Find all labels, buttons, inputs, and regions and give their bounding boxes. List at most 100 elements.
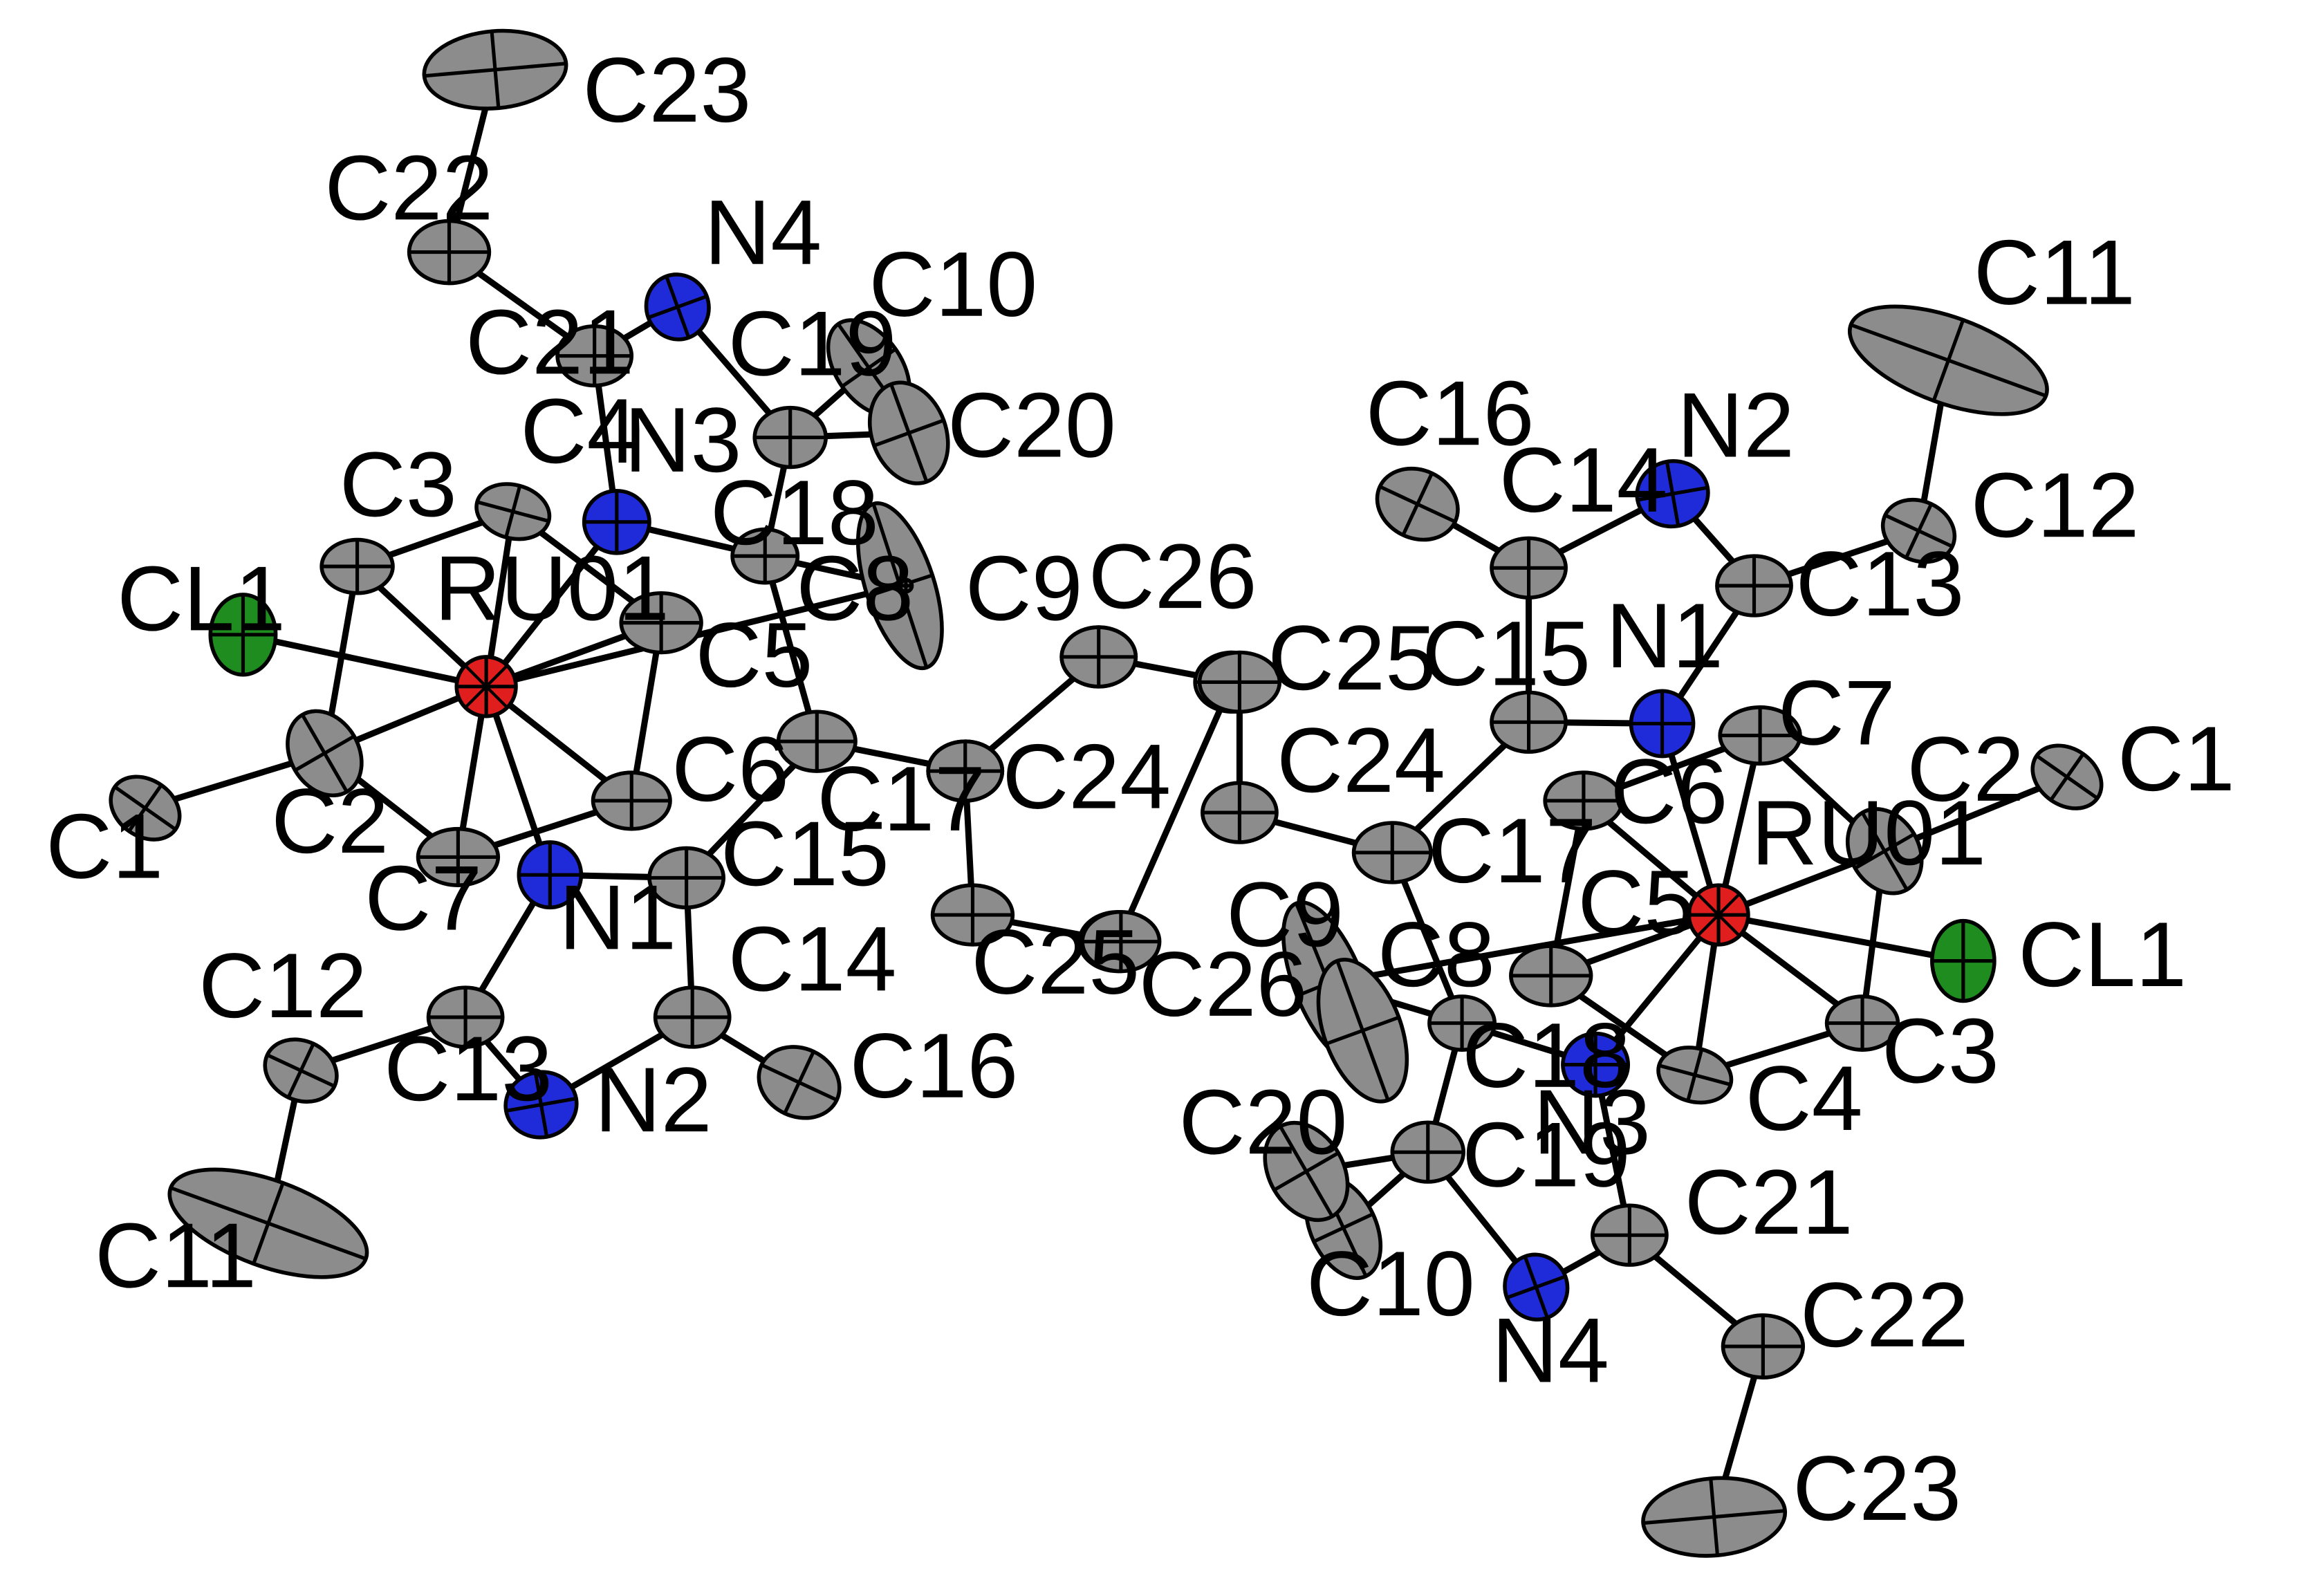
- molecule_left-atom-c4: [474, 482, 552, 541]
- molecule_left-label-c13: C13: [384, 1018, 553, 1120]
- molecule_right-atom-c27: [926, 739, 1005, 803]
- molecule_right-label-n1: N1: [1606, 585, 1723, 687]
- molecule_right-atom-c17: [1351, 821, 1433, 884]
- molecule_right-label-c8: C8: [1378, 904, 1495, 1006]
- molecule_left-bond-ru01-n3: [483, 519, 620, 690]
- molecule_left-label-c21: C21: [465, 291, 634, 393]
- molecule_left-label-c16: C16: [849, 1015, 1018, 1117]
- molecule_left-atom-c13: [426, 985, 505, 1049]
- molecule_left-atom-c9: [898, 577, 914, 594]
- molecule_left-atom-n3: [582, 488, 651, 555]
- molecule_right-atom-cl1: [1930, 918, 1997, 1003]
- molecule_right-atom-n1: [1629, 689, 1696, 759]
- molecule_right-label-c16: C16: [1366, 362, 1535, 465]
- molecule_right-label-c2: C2: [1907, 718, 2024, 821]
- molecule_left-atom-n2: [503, 1070, 579, 1140]
- molecule_right-label-c5: C5: [1577, 852, 1695, 954]
- molecule_left-label-c17: C17: [817, 748, 985, 851]
- molecule_left-label-c6: C6: [671, 718, 789, 821]
- molecule_right-label-c14: C14: [1499, 429, 1668, 532]
- molecule_left-atom-c18: [730, 527, 800, 585]
- molecule_left-label-c14: C14: [728, 908, 897, 1010]
- molecule_left-atom-c12: [263, 1037, 339, 1104]
- molecule_right-atom-c7: [1718, 705, 1802, 766]
- molecule_right-atom-c2: [1845, 807, 1924, 896]
- molecule_left-label-n1: N1: [559, 866, 676, 969]
- molecule_left-atom-c5: [619, 591, 703, 655]
- molecule_right-atom-c12: [1880, 497, 1957, 564]
- molecule_left-atom-c17: [776, 709, 858, 773]
- molecule_right-atom-c20: [1263, 1120, 1350, 1223]
- molecule_left-label-c24: C24: [1002, 726, 1171, 828]
- molecule_right-label-c15: C15: [1422, 603, 1591, 705]
- molecule_left-label-c4: C4: [520, 380, 638, 483]
- molecule_left-label-c7: C7: [364, 847, 482, 949]
- molecule_left-label-c23: C23: [583, 39, 752, 142]
- molecule_left-label-c11: C11: [95, 1205, 257, 1307]
- molecule_right-atom-c5: [1509, 944, 1593, 1008]
- molecule_right-atom-c4: [1656, 1046, 1734, 1105]
- molecule_right-atom-c21: [1590, 1203, 1669, 1267]
- molecule_right-label-n3: N3: [1533, 1071, 1651, 1173]
- molecule_right-atom-c28: [1080, 909, 1162, 974]
- molecule_right-atom-c3: [1824, 994, 1900, 1052]
- molecule_left-atom-c3: [319, 537, 395, 595]
- molecule_left-label-ru01: RU01: [434, 537, 669, 640]
- molecule_right-label-c6: C6: [1611, 741, 1728, 843]
- molecule_right-label-c22: C22: [1800, 1264, 1969, 1366]
- molecule_right-atom-c24: [1201, 781, 1279, 844]
- molecule_left-bond-c28-c27: [1115, 678, 1236, 945]
- molecule_right-label-n4: N4: [1492, 1300, 1609, 1402]
- molecule_left-label-c12: C12: [198, 935, 367, 1037]
- molecule_left-atom-c16: [757, 1045, 842, 1120]
- molecule_right-label-c13: C13: [1796, 533, 1965, 635]
- molecule_right-label-c26: C26: [1139, 934, 1308, 1036]
- molecule_left-atom-c22: [407, 219, 492, 286]
- molecule_left-atom-n4: [644, 272, 711, 342]
- molecule_right-label-c4: C4: [1745, 1048, 1863, 1150]
- molecule_right-label-c3: C3: [1882, 1000, 1999, 1102]
- molecule_left-label-c1: C1: [46, 795, 163, 898]
- molecule_right-label-c25: C25: [1268, 607, 1436, 709]
- molecule_right-label-c18: C18: [1462, 1005, 1631, 1107]
- molecule_right-atom-c18: [1427, 994, 1497, 1052]
- molecule_right-label-c9: C9: [1226, 864, 1344, 966]
- molecule_left-label-c5: C5: [695, 604, 813, 707]
- molecule_right-atom-c9: [1316, 957, 1409, 1104]
- molecule_right-label-c19: C19: [1462, 1104, 1631, 1206]
- molecule_left-label-c19: C19: [728, 293, 897, 396]
- molecule_left-label-n2: N2: [595, 1049, 712, 1151]
- molecule_left-atom-c15: [647, 846, 726, 910]
- molecule_right-atom-c25: [1197, 650, 1282, 714]
- molecule_left-atom-c1: [109, 774, 182, 842]
- molecule_left-label-c26: C26: [1088, 526, 1257, 628]
- molecule_right-atom-c26: [1059, 625, 1138, 689]
- molecule_left-atom-c19: [752, 405, 828, 470]
- molecule_right-label-c20: C20: [1179, 1071, 1348, 1173]
- molecule_right-bond-ru01-c8: [1325, 911, 1722, 987]
- molecule_right-atom-c13: [1715, 554, 1793, 618]
- molecule_left-label-c2: C2: [271, 770, 389, 873]
- molecule_left-atom-c2: [286, 709, 364, 798]
- molecule_left-bond-ru01-cl1: [239, 631, 490, 690]
- molecule_right-atom-n2: [1635, 458, 1710, 529]
- molecule_right-atom-c19: [1390, 1120, 1466, 1184]
- molecule_right-label-n2: N2: [1677, 374, 1795, 476]
- atom-layer: [109, 28, 2104, 1558]
- molecule_left-atom-cl1: [208, 593, 278, 677]
- molecule_left-label-c3: C3: [340, 434, 457, 536]
- molecule_right-label-cl1: CL1: [2018, 904, 2187, 1006]
- molecule_right-label-c1: C1: [2118, 708, 2235, 810]
- molecule_left-label-n3: N3: [624, 389, 742, 492]
- molecule_left-label-c18: C18: [710, 462, 879, 564]
- molecule_right-atom-c11: [1847, 304, 2049, 416]
- molecule_left-atom-c20: [867, 380, 950, 485]
- molecule_left-label-c22: C22: [324, 137, 493, 239]
- molecule_left-label-c10: C10: [869, 234, 1037, 336]
- molecule_left-atom-c11: [167, 1167, 369, 1279]
- molecule_right-atom-c15: [1490, 690, 1568, 754]
- molecule_left-label-c20: C20: [947, 374, 1116, 476]
- molecule_right-atom-c14: [1490, 536, 1568, 600]
